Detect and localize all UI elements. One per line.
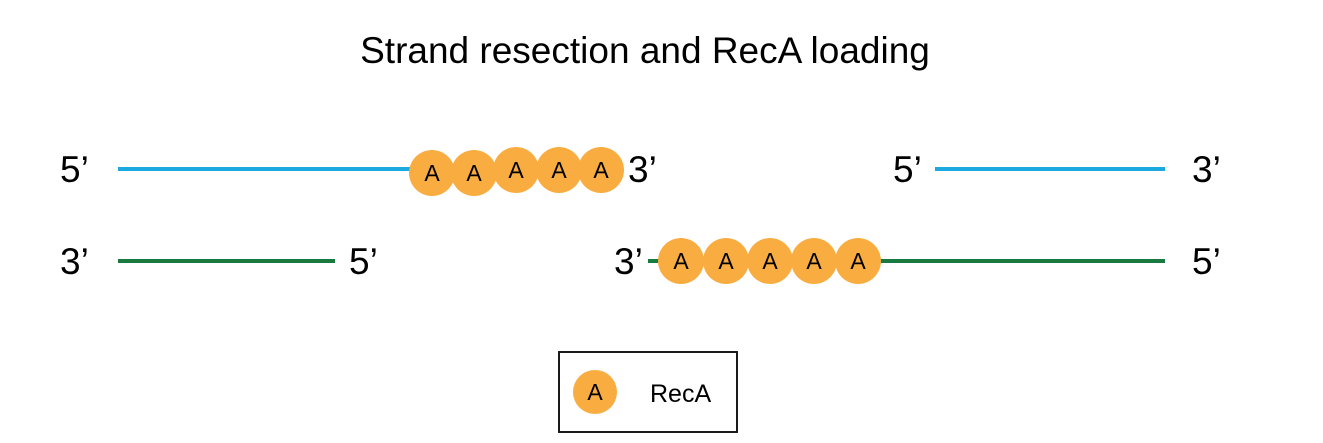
left-bottom-3prime-label: 3’ xyxy=(60,241,89,282)
reca-protein: A xyxy=(747,238,793,284)
left-bottom-strand xyxy=(118,259,335,263)
reca-protein: A xyxy=(493,147,539,193)
left-top-5prime-label: 5’ xyxy=(60,149,89,190)
legend-label: RecA xyxy=(650,380,712,408)
reca-protein: A xyxy=(703,238,749,284)
left-top-3prime-label: 3’ xyxy=(628,149,657,190)
right-bottom-3prime-label: 3’ xyxy=(614,241,643,282)
reca-protein: A xyxy=(409,150,455,196)
diagram-title: Strand resection and RecA loading xyxy=(360,30,930,71)
reca-protein: A xyxy=(536,147,582,193)
left-bottom-5prime-label: 5’ xyxy=(349,241,378,282)
right-bottom-strand xyxy=(648,259,1165,263)
reca-protein: A xyxy=(791,238,837,284)
legend-reca-symbol: A xyxy=(573,370,617,414)
left-top-strand xyxy=(118,167,418,171)
reca-protein: A xyxy=(658,238,704,284)
right-top-3prime-label: 3’ xyxy=(1192,149,1221,190)
right-top-5prime-label: 5’ xyxy=(893,149,922,190)
legend: A RecA xyxy=(558,351,738,433)
right-bottom-5prime-label: 5’ xyxy=(1192,241,1221,282)
reca-protein: A xyxy=(578,147,624,193)
reca-protein: A xyxy=(451,150,497,196)
reca-protein: A xyxy=(835,238,881,284)
right-top-strand xyxy=(935,167,1165,171)
